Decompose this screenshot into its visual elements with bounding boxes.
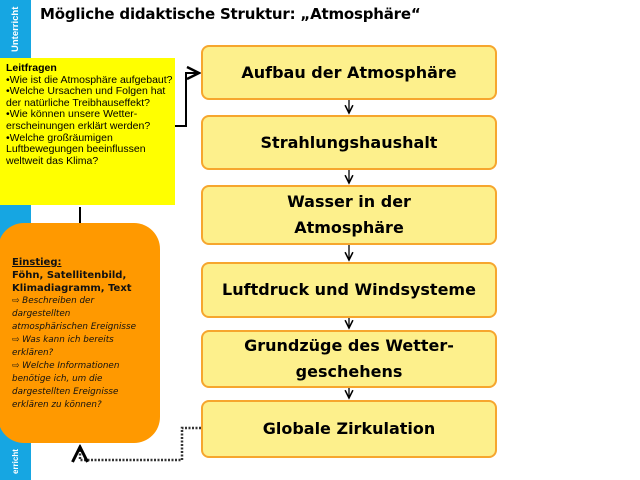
page-title: Mögliche didaktische Struktur: „Atmosphä…	[40, 5, 421, 23]
leitfragen-item: •Wie können unsere Wetter-erscheinungen …	[6, 108, 151, 132]
einstieg-item: ⇨ Beschreiben der dargestellten atmosphä…	[12, 296, 136, 332]
step-box-1: Aufbau der Atmosphäre	[201, 45, 497, 100]
step-box-4: Luftdruck und Windsysteme	[201, 262, 497, 318]
step-box-6: Globale Zirkulation	[201, 400, 497, 458]
leitfragen-box: Leitfragen •Wie ist die Atmosphäre aufge…	[0, 58, 175, 205]
leitfragen-heading: Leitfragen	[6, 62, 57, 74]
leitfragen-item: •Welche großräumigen Luftbewegungen beei…	[6, 131, 146, 167]
leitfragen-item: •Wie ist die Atmosphäre aufgebaut?	[6, 73, 173, 86]
einstieg-box: Einstieg: Föhn, Satellitenbild, Klimadia…	[0, 223, 160, 443]
einstieg-heading: Einstieg:	[12, 257, 62, 268]
step-box-2: Strahlungshaushalt	[201, 115, 497, 170]
einstieg-item: ⇨ Was kann ich bereits erklären?	[12, 335, 114, 358]
step-box-3: Wasser in der Atmosphäre	[201, 185, 497, 245]
einstieg-materials: Föhn, Satellitenbild, Klimadiagramm, Tex…	[12, 270, 132, 294]
leitfragen-item: •Welche Ursachen und Folgen hat der natü…	[6, 85, 166, 109]
leitfragen-connector	[175, 73, 199, 127]
einstieg-item: ⇨ Welche Informationen benötige ich, um …	[12, 361, 120, 410]
step-box-5: Grundzüge des Wetter-geschehens	[201, 330, 497, 388]
feedback-dotted-connector	[80, 426, 201, 460]
